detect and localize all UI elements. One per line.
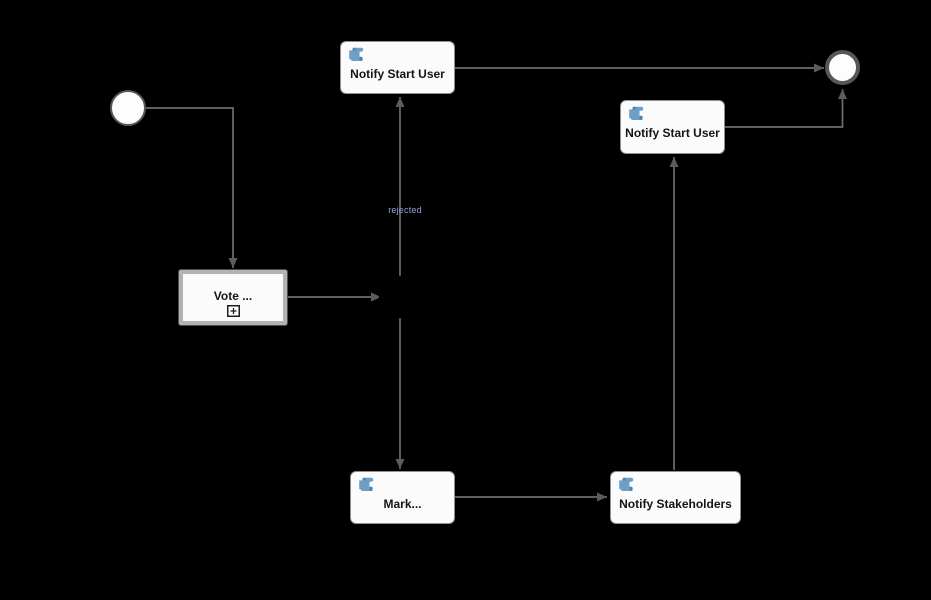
script-icon (359, 477, 374, 491)
task-label: Notify Start User (625, 126, 720, 140)
flow-label-rejected: rejected (388, 205, 422, 215)
flow-notify-right-to-end[interactable] (725, 89, 847, 128)
task-notify-start-user-right[interactable]: Notify Start User (620, 100, 725, 154)
subprocess-plus-icon[interactable] (226, 304, 240, 317)
task-vote-subprocess[interactable]: Vote ... (179, 270, 287, 325)
exclusive-gateway[interactable] (378, 275, 422, 319)
task-label: Vote ... (213, 288, 253, 303)
task-mark[interactable]: Mark... (350, 471, 455, 524)
task-notify-stakeholders[interactable]: Notify Stakeholders (610, 471, 741, 524)
task-label: Mark... (383, 496, 422, 511)
script-icon (349, 47, 364, 61)
start-event[interactable] (110, 90, 146, 126)
task-label: Notify Stakeholders (619, 496, 732, 511)
script-icon (629, 106, 644, 120)
flow-start-to-vote[interactable] (146, 107, 238, 268)
end-event[interactable] (825, 50, 860, 85)
task-notify-start-user-top[interactable]: Notify Start User (340, 41, 455, 94)
script-icon (619, 477, 634, 491)
task-label: Notify Start User (350, 66, 445, 81)
